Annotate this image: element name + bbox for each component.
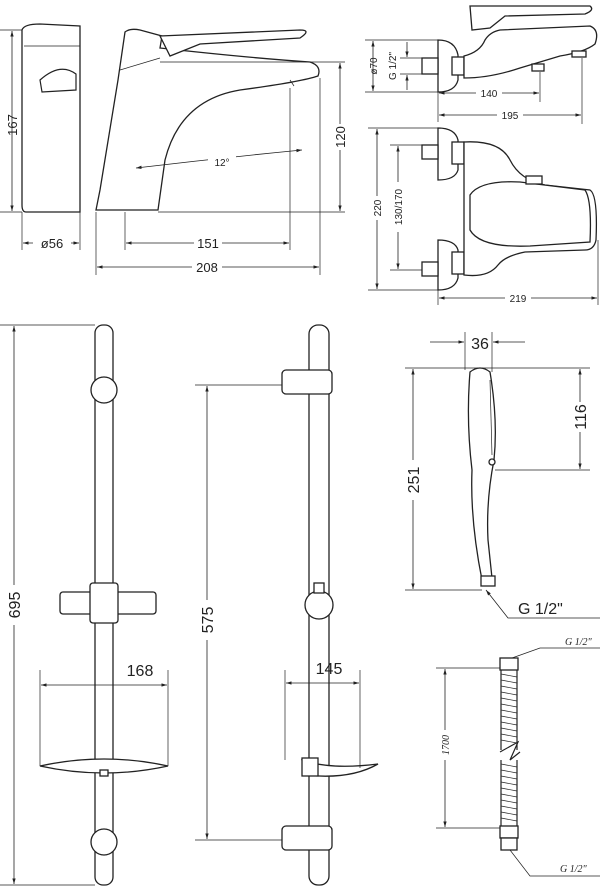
hose: G 1/2" G 1/2" 1700 <box>436 637 600 877</box>
basin-mixer-front-view: 167 ø56 <box>0 23 81 251</box>
dim-rail-a-soap-dish: 168 <box>127 663 154 680</box>
dim-bath-outlet-reach: 140 <box>481 89 498 100</box>
dim-bath-plate-diameter: ø70 <box>369 57 380 75</box>
dim-rail-b-spacing: 575 <box>200 607 217 634</box>
basin-mixer-side-view: 120 12° 151 208 <box>95 28 348 275</box>
hose-bottom-thread-label: G 1/2" <box>560 864 588 875</box>
dim-shower-head-width: 36 <box>471 336 489 353</box>
dim-bath-total-depth: 195 <box>502 111 519 122</box>
dim-bath-height: 220 <box>373 199 384 216</box>
dim-bath-thread: G 1/2" <box>388 52 399 80</box>
dim-bath-width: 219 <box>510 294 527 305</box>
dim-shower-head-length: 116 <box>573 404 590 430</box>
rail-set-b: 575 145 <box>195 324 379 886</box>
shower-thread-label: G 1/2" <box>518 601 563 618</box>
hand-shower: 36 116 251 G 1/2" <box>405 332 600 619</box>
dim-basin-spout-height: 120 <box>333 126 348 148</box>
dim-basin-spout-reach: 151 <box>197 236 219 251</box>
hose-top-thread-label: G 1/2" <box>565 637 593 648</box>
bath-mixer-top-view: ø70 G 1/2" 140 195 <box>365 5 598 124</box>
dim-basin-height: 167 <box>5 114 20 136</box>
dim-rail-a-length: 695 <box>7 592 24 619</box>
bath-mixer-front-view: 220 130/170 219 <box>368 127 599 305</box>
dim-basin-angle: 12° <box>214 158 229 169</box>
dim-bath-centers: 130/170 <box>394 188 405 225</box>
dim-basin-total-length: 208 <box>196 260 218 275</box>
rail-set-a: 695 168 <box>0 324 169 886</box>
dim-basin-diameter: ø56 <box>41 236 63 251</box>
dim-rail-b-soap-dish: 145 <box>316 661 343 678</box>
dim-hose-length: 1700 <box>441 735 452 755</box>
dim-shower-length: 251 <box>406 467 423 494</box>
